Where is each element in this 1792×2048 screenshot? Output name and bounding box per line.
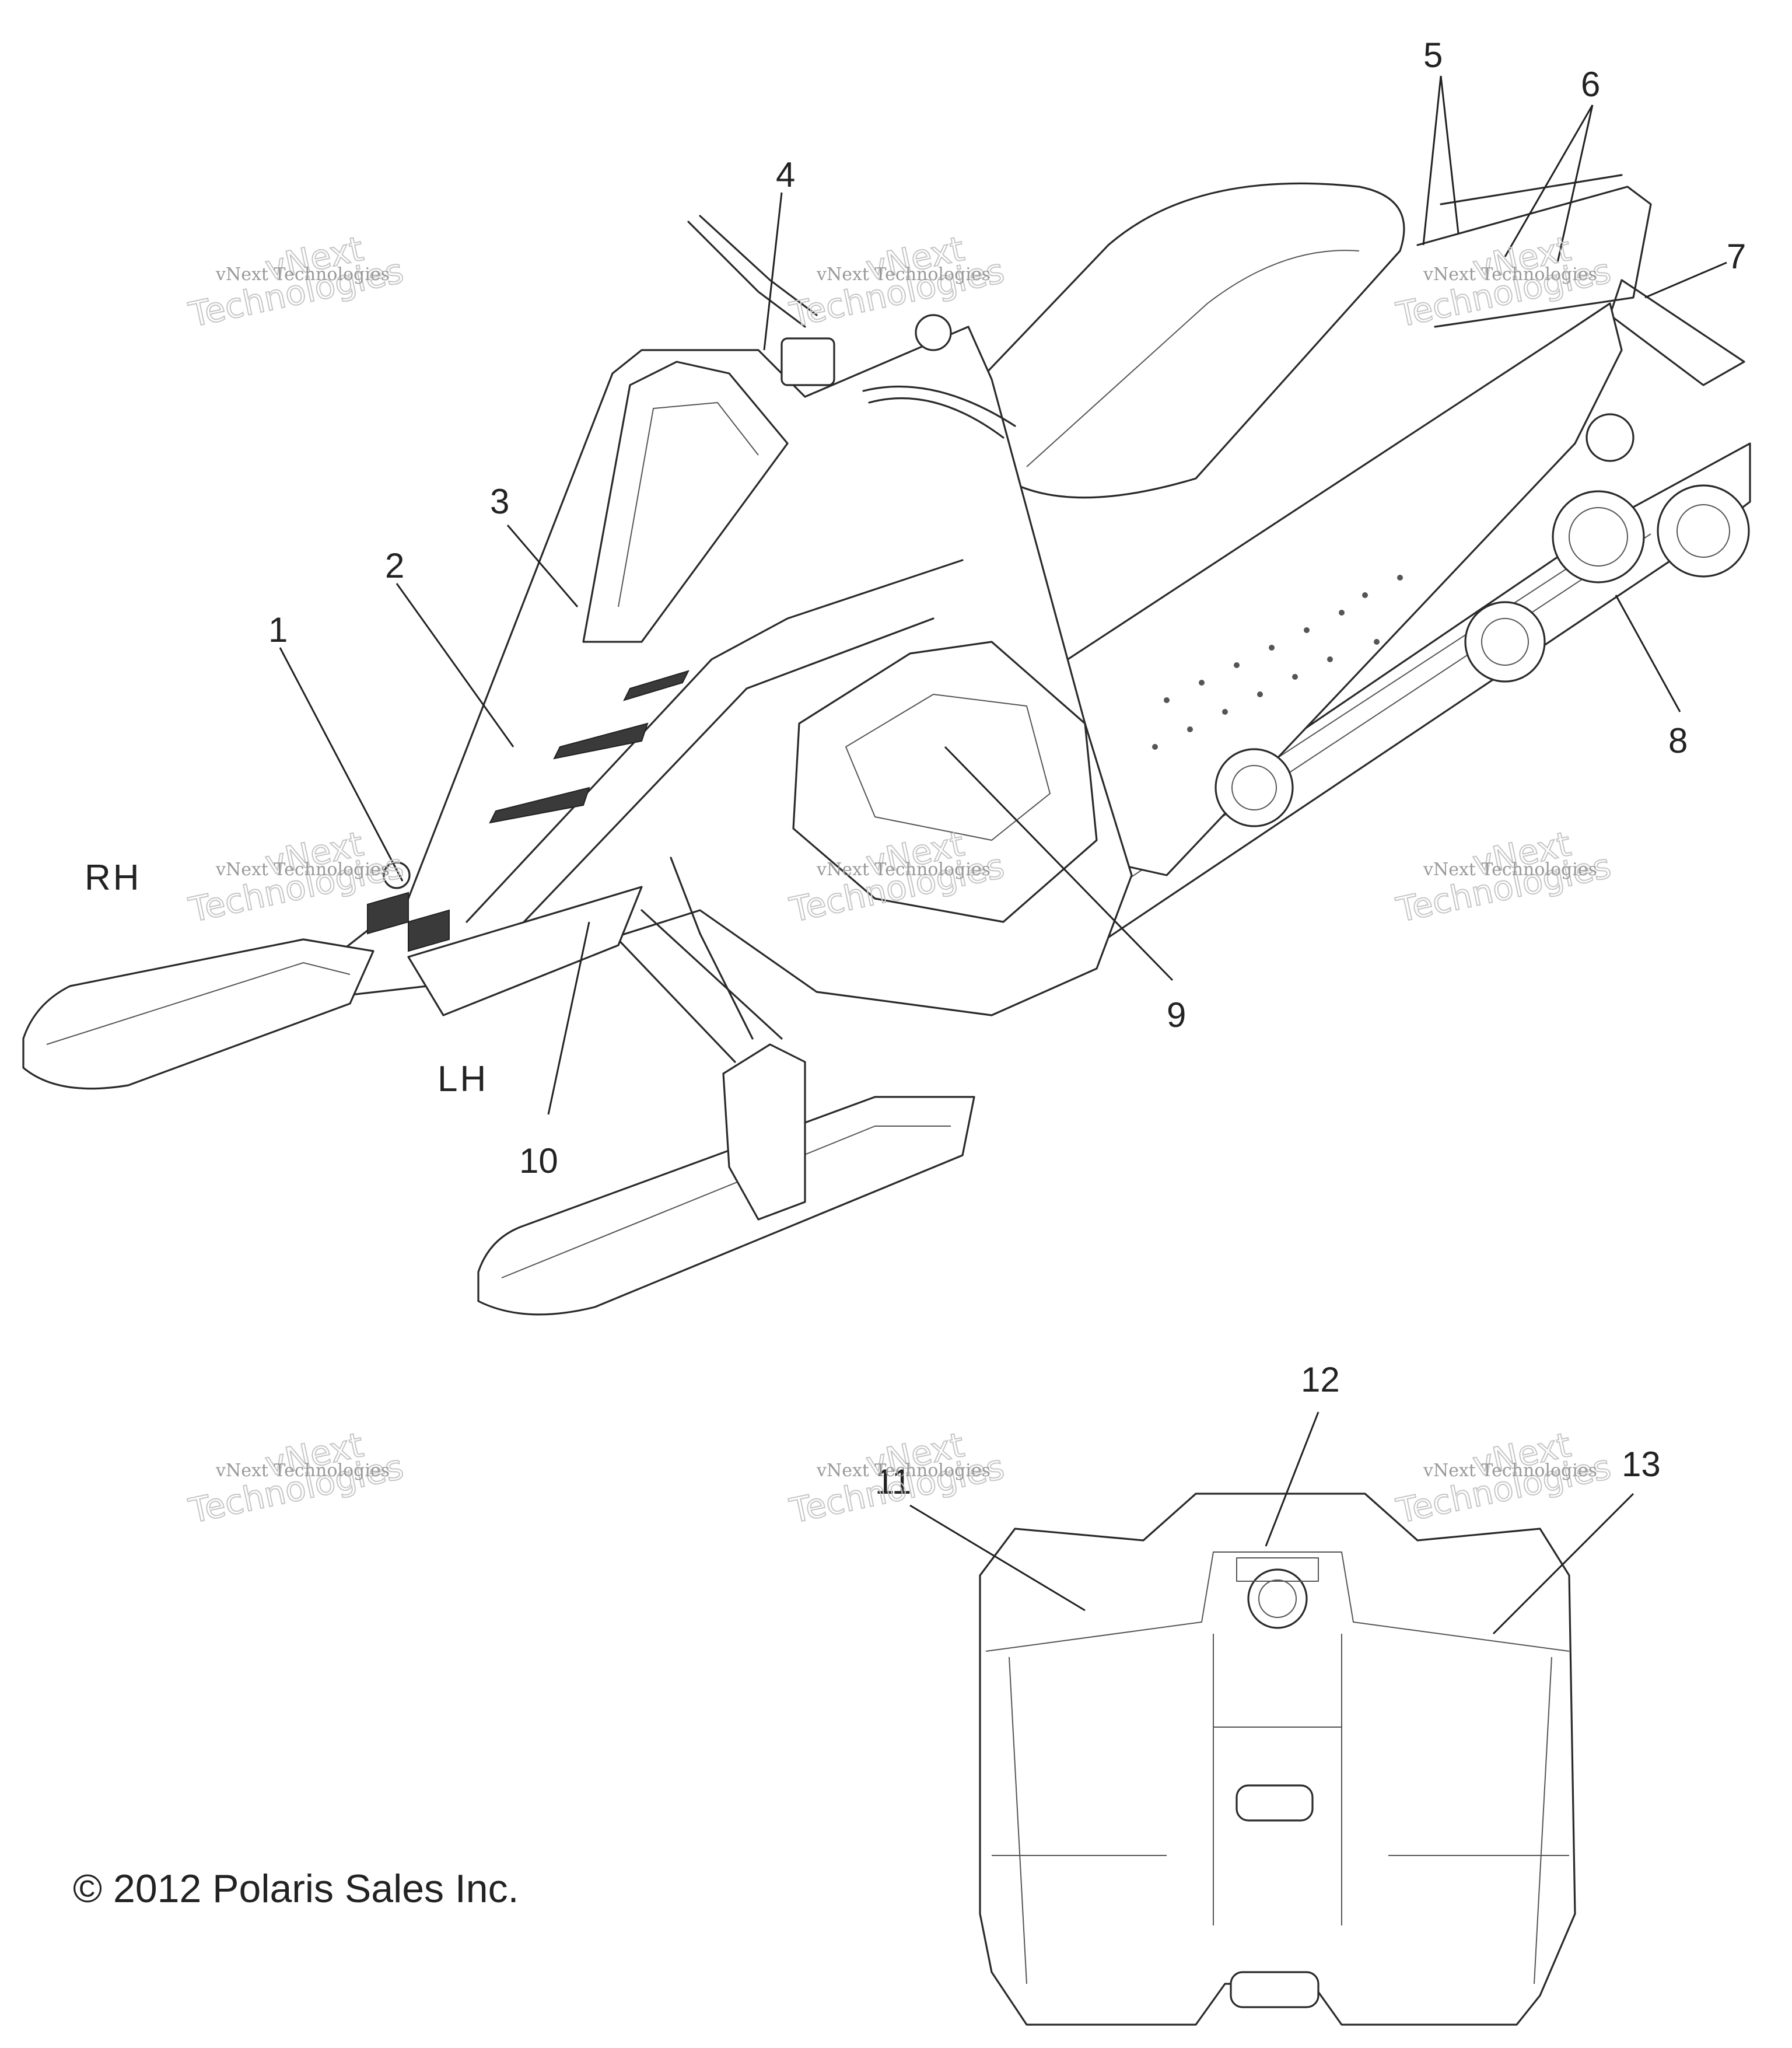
svg-text:vNext Technologies: vNext Technologies	[215, 1460, 390, 1481]
callout-3: 3	[490, 482, 509, 521]
callout-13: 13	[1622, 1445, 1661, 1484]
svg-text:vNext Technologies: vNext Technologies	[215, 264, 390, 285]
leader-lines	[279, 75, 1727, 1635]
callout-4: 4	[776, 155, 795, 194]
svg-text:vNext Technologies: vNext Technologies	[816, 859, 991, 880]
watermark: Technologies vNext vNext Technologies	[185, 1424, 408, 1532]
watermark: Technologies vNext vNext Technologies	[185, 228, 408, 335]
side-label-rh: RH	[85, 858, 142, 898]
callout-5: 5	[1423, 36, 1443, 75]
callout-1: 1	[268, 610, 288, 649]
callout-6: 6	[1581, 65, 1600, 104]
watermark: Technologies vNext vNext Technologies	[786, 1424, 1009, 1532]
snowmobile-drawing	[22, 174, 1751, 1316]
copyright-text: © 2012 Polaris Sales Inc.	[73, 1867, 519, 1911]
callout-numbers: 1 2 3 4 5 6 7 8 9 10 11 12 13	[268, 36, 1746, 1501]
side-label-lh: LH	[438, 1059, 488, 1099]
callout-12: 12	[1301, 1360, 1340, 1399]
watermark: Technologies vNext vNext Technologies	[1392, 228, 1615, 335]
svg-text:vNext Technologies: vNext Technologies	[1423, 859, 1597, 880]
callout-9: 9	[1167, 995, 1186, 1035]
callout-2: 2	[385, 546, 404, 585]
svg-text:vNext Technologies: vNext Technologies	[816, 264, 991, 285]
watermark: Technologies vNext vNext Technologies	[786, 228, 1009, 335]
svg-text:vNext Technologies: vNext Technologies	[1423, 264, 1597, 285]
svg-text:vNext Technologies: vNext Technologies	[215, 859, 390, 880]
svg-text:vNext Technologies: vNext Technologies	[1423, 1460, 1597, 1481]
watermark: Technologies vNext vNext Technologies	[1392, 823, 1615, 931]
watermark: Technologies vNext vNext Technologies	[1392, 1424, 1615, 1532]
callout-10: 10	[519, 1141, 558, 1180]
callout-7: 7	[1727, 237, 1746, 276]
svg-text:vNext Technologies: vNext Technologies	[816, 1460, 991, 1481]
top-view-drawing	[979, 1493, 1576, 2026]
callout-8: 8	[1668, 721, 1688, 760]
callout-11: 11	[875, 1462, 911, 1501]
